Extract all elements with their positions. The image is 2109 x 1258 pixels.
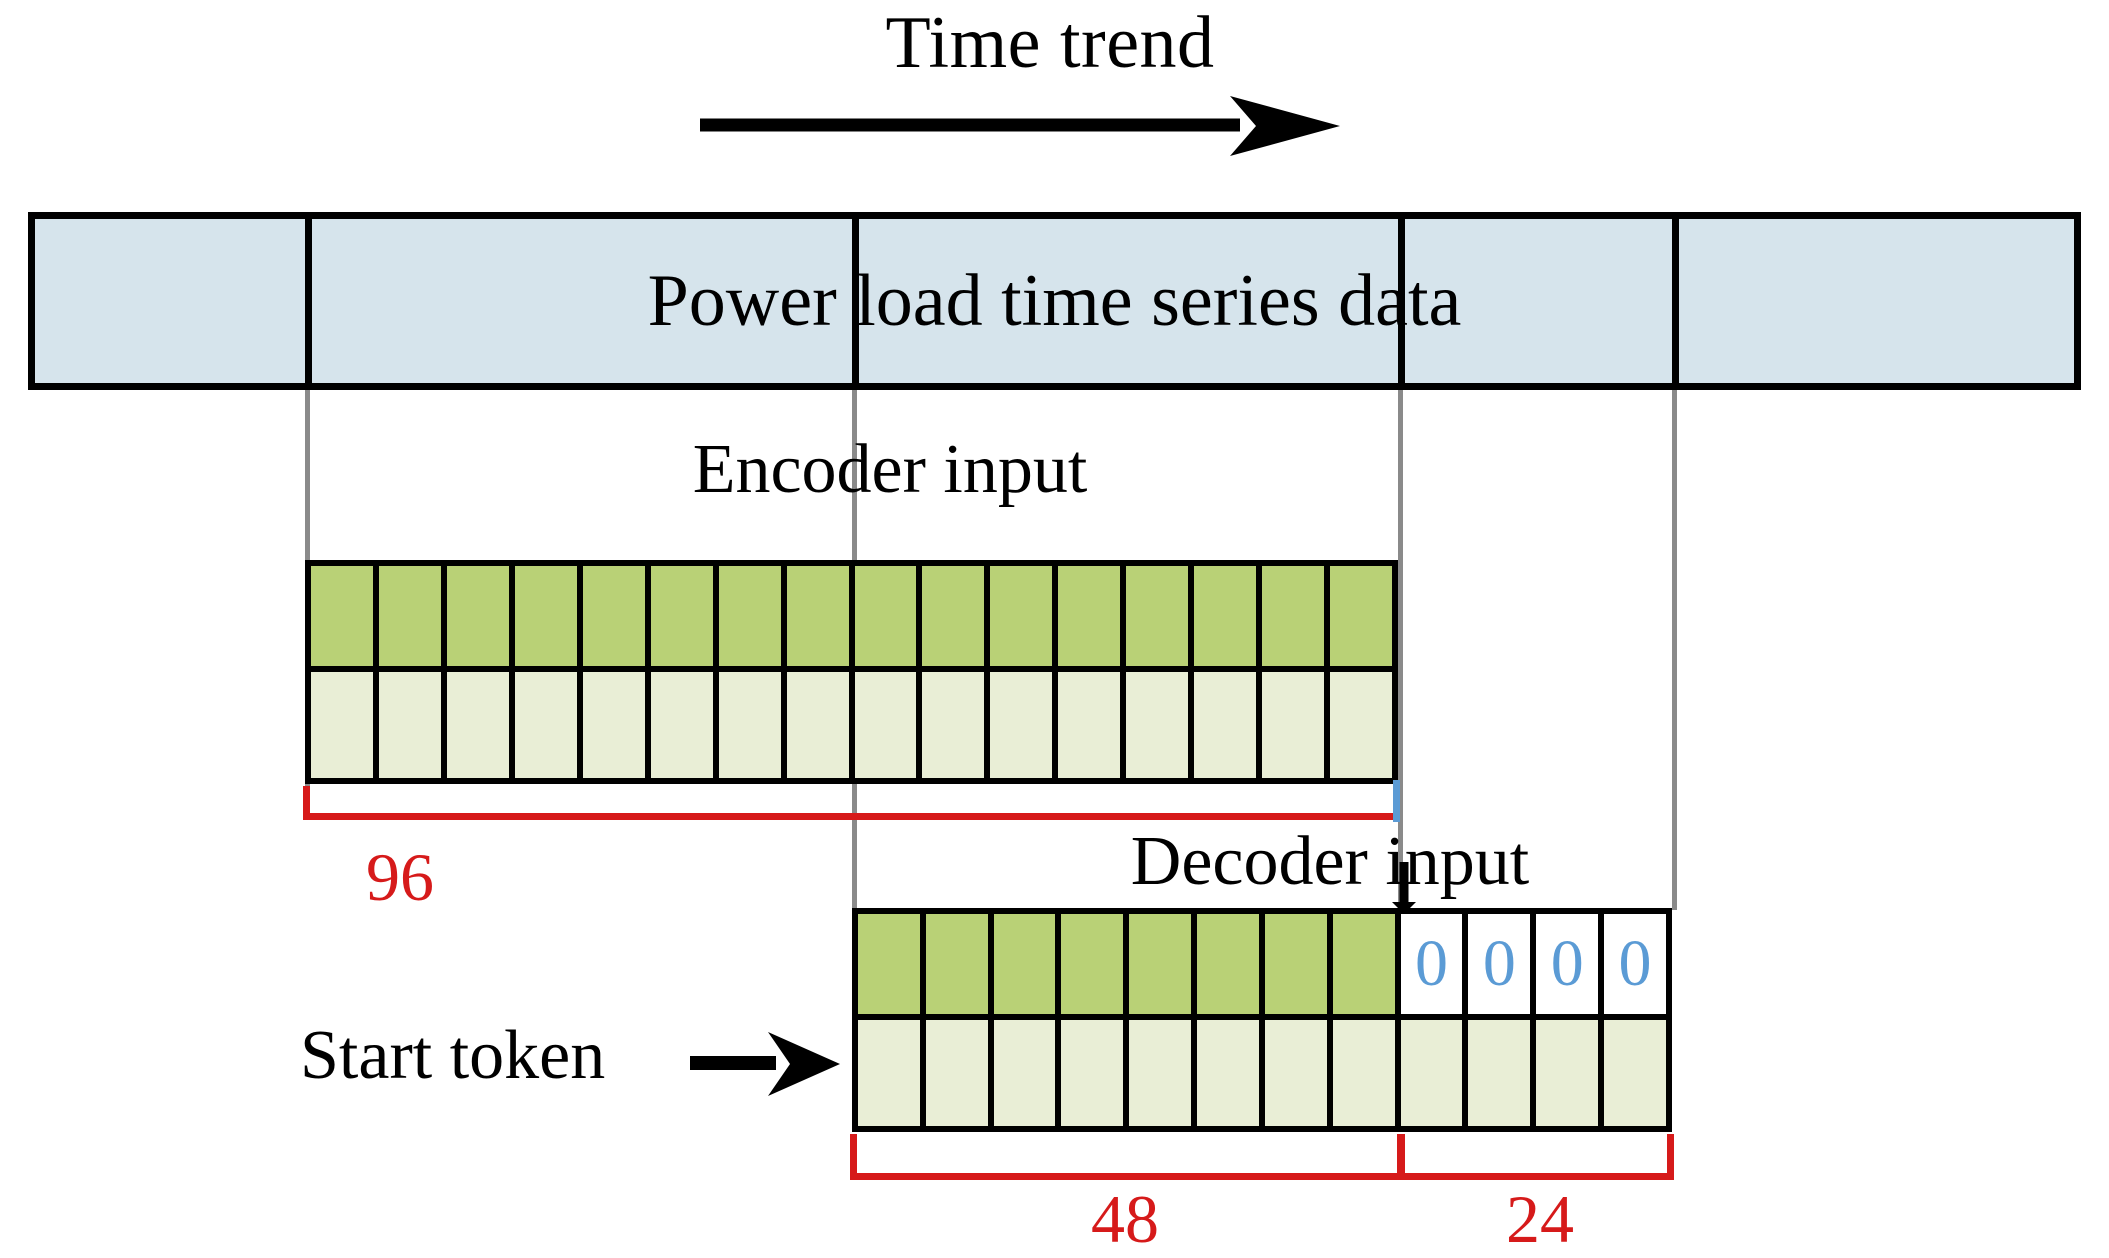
encoder-bottom-cell: [854, 672, 923, 778]
encoder-bottom-cell: [582, 672, 651, 778]
decoder-predict-length-bracket: [1398, 1134, 1674, 1180]
decoder-token-cell: [1264, 914, 1333, 1014]
decoder-bottom-cell: [1400, 1020, 1469, 1126]
decoder-bottom-cell: [1264, 1020, 1333, 1126]
decoder-bottom-cell: [1468, 1020, 1537, 1126]
time-trend-label: Time trend: [885, 2, 1215, 84]
decoder-known-length-label: 48: [1091, 1181, 1159, 1257]
encoder-top-cell: [514, 566, 583, 666]
series-bar-divider-1: [305, 219, 312, 383]
encoder-bottom-cell: [1058, 672, 1127, 778]
decoder-token-cell: [993, 914, 1062, 1014]
decoder-bottom-cell: [858, 1020, 926, 1126]
encoder-top-cell: [378, 566, 447, 666]
decoder-bottom-cell: [1536, 1020, 1605, 1126]
guide-line-encoder-end: [1398, 390, 1403, 910]
encoder-bottom-cell: [514, 672, 583, 778]
encoder-input-caption: Encoder input: [692, 431, 1088, 508]
encoder-bottom-cell: [718, 672, 787, 778]
encoder-top-cell: [922, 566, 991, 666]
encoder-end-marker: [1393, 780, 1400, 822]
decoder-bottom-cell: [1129, 1020, 1198, 1126]
encoder-bottom-cell: [786, 672, 855, 778]
encoder-top-cell: [1058, 566, 1127, 666]
decoder-bottom-cell: [1604, 1020, 1666, 1126]
encoder-top-cell: [1262, 566, 1331, 666]
time-trend-arrow-icon: [700, 96, 1340, 156]
decoder-bottom-cell: [925, 1020, 994, 1126]
decoder-token-cell: [1129, 914, 1198, 1014]
start-token-arrow-icon: [690, 1032, 840, 1096]
encoder-bottom-cell: [990, 672, 1059, 778]
encoder-bottom-row: [305, 672, 1398, 784]
encoder-top-cell: [1330, 566, 1392, 666]
encoder-bottom-cell: [922, 672, 991, 778]
encoder-top-cell: [854, 566, 923, 666]
start-token-label: Start token: [300, 1017, 606, 1094]
power-load-series-bar: [28, 212, 2081, 390]
decoder-placeholder-cell: 0: [1400, 914, 1469, 1014]
decoder-known-length-bracket: [850, 1134, 1404, 1180]
encoder-top-cell: [446, 566, 515, 666]
decoder-placeholder-cell: 0: [1468, 914, 1537, 1014]
series-bar-divider-3: [1398, 219, 1405, 383]
decoder-placeholder-cell: 0: [1604, 914, 1666, 1014]
encoder-bottom-cell: [1126, 672, 1195, 778]
decoder-input-caption: Decoder input: [1130, 823, 1530, 900]
decoder-token-cell: [1061, 914, 1130, 1014]
encoder-bottom-cell: [378, 672, 447, 778]
decoder-token-cell: [925, 914, 994, 1014]
encoder-top-cell: [1194, 566, 1263, 666]
encoder-bottom-cell: [1262, 672, 1331, 778]
decoder-bottom-cell: [1332, 1020, 1401, 1126]
decoder-token-cell: [1332, 914, 1401, 1014]
encoder-top-cell: [650, 566, 719, 666]
decoder-predict-length-label: 24: [1506, 1181, 1574, 1257]
series-bar-divider-2: [852, 219, 859, 383]
encoder-bottom-cell: [446, 672, 515, 778]
decoder-token-cell: [1197, 914, 1265, 1014]
encoder-top-cell: [582, 566, 651, 666]
encoder-bottom-cell: [1330, 672, 1392, 778]
encoder-bottom-cell: [311, 672, 379, 778]
encoder-top-cell: [990, 566, 1059, 666]
decoder-top-row: 0 0 0 0: [852, 908, 1672, 1020]
decoder-bottom-cell: [993, 1020, 1062, 1126]
encoder-top-row: [305, 560, 1398, 672]
encoder-length-label: 96: [366, 839, 434, 915]
encoder-top-cell: [1126, 566, 1195, 666]
decoder-bottom-row: [852, 1020, 1672, 1132]
decoder-bottom-cell: [1197, 1020, 1265, 1126]
guide-line-decoder-end: [1672, 390, 1677, 910]
encoder-top-cell: [718, 566, 787, 666]
encoder-length-bracket: [303, 786, 1400, 820]
decoder-placeholder-cell: 0: [1536, 914, 1605, 1014]
encoder-top-cell: [311, 566, 379, 666]
decoder-pointer-line-icon: [1392, 862, 1416, 914]
decoder-bottom-cell: [1061, 1020, 1130, 1126]
encoder-bottom-cell: [650, 672, 719, 778]
encoder-bottom-cell: [1194, 672, 1263, 778]
decoder-token-cell: [858, 914, 926, 1014]
series-bar-divider-4: [1672, 219, 1679, 383]
encoder-top-cell: [786, 566, 855, 666]
